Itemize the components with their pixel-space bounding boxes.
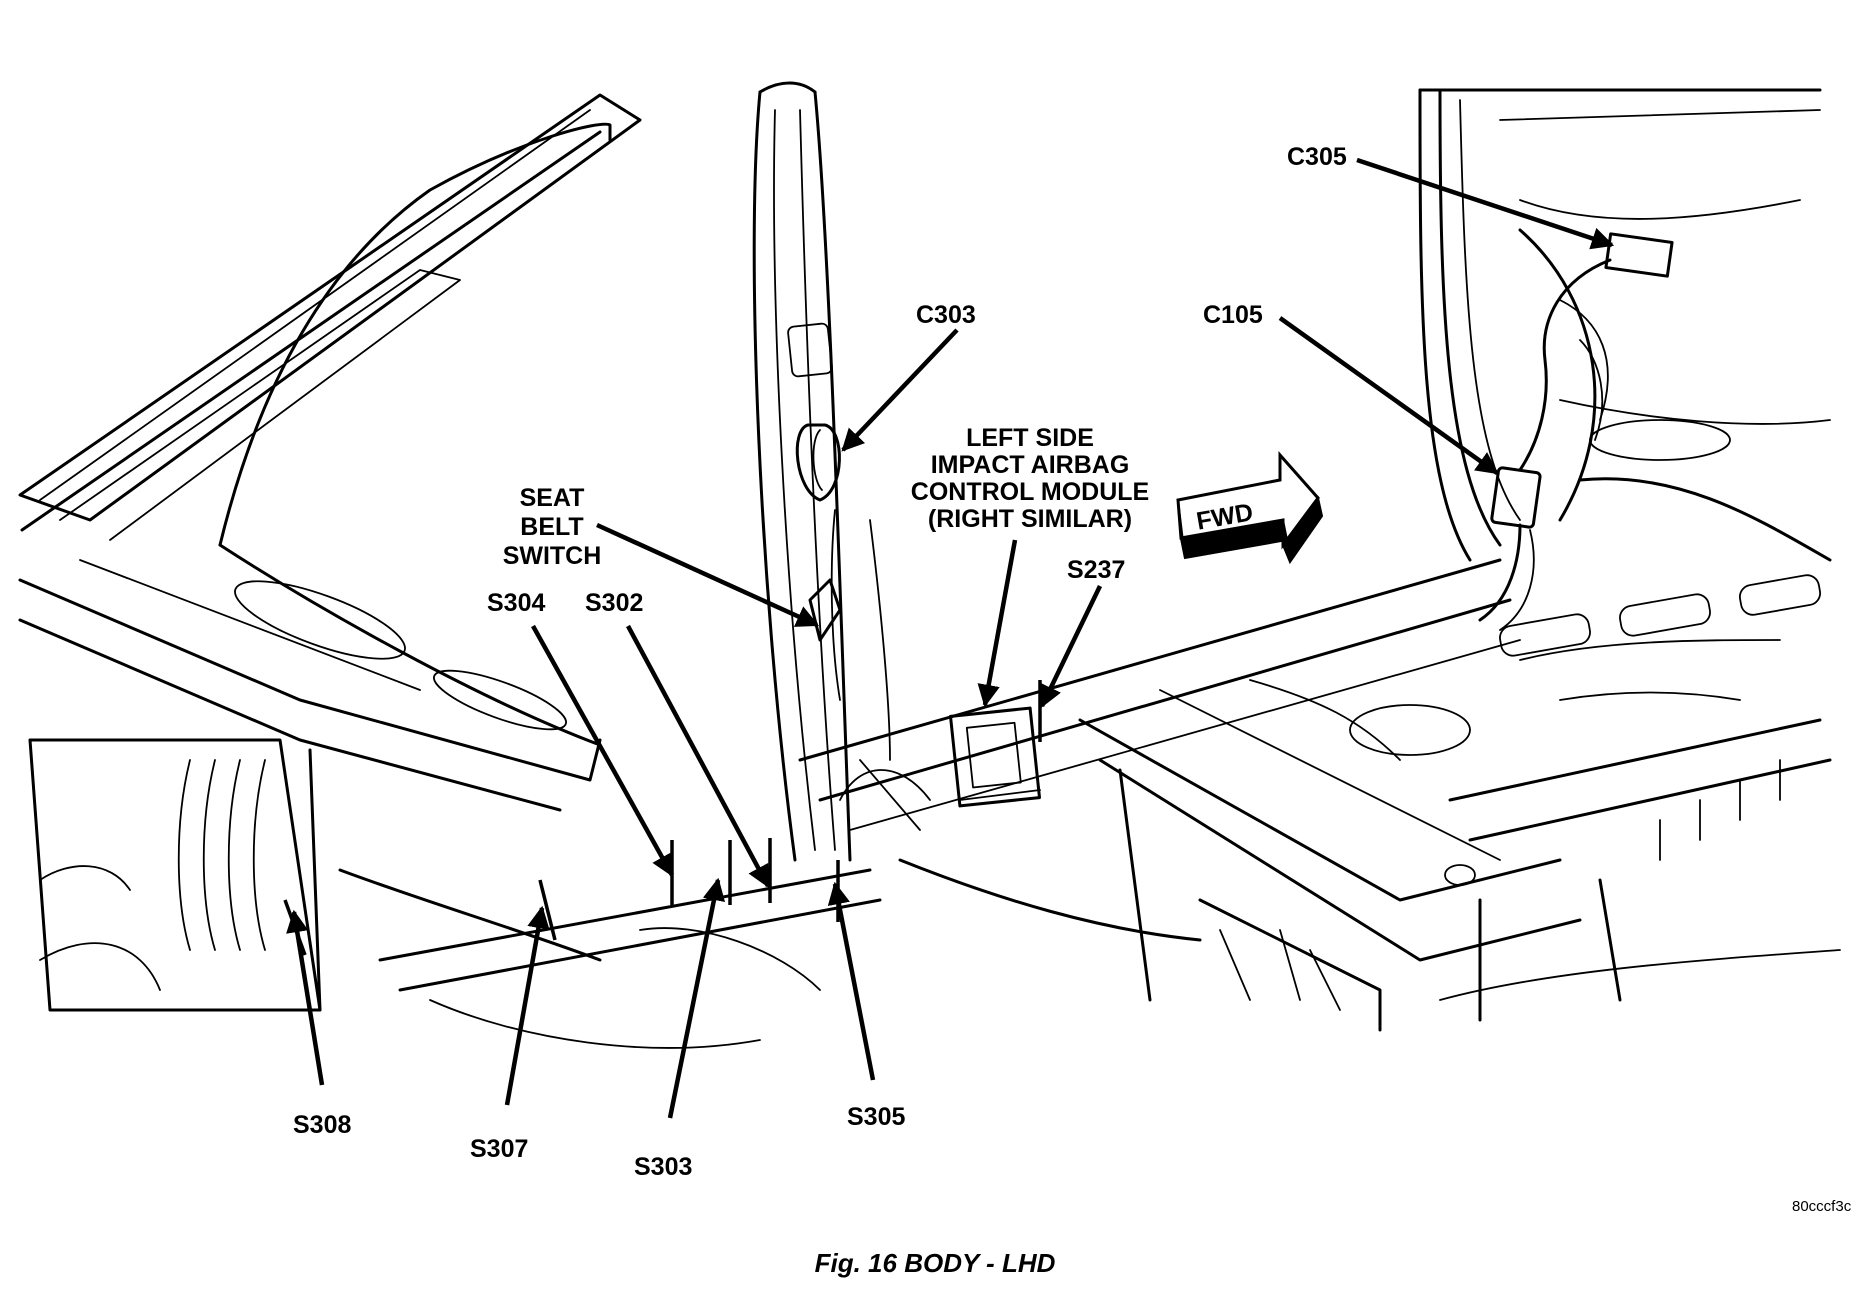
leader-c305 [1356,157,1615,250]
splice-tick-marks [283,680,1042,956]
leader-lines [286,157,1615,1119]
leader-airbag-module [977,539,1018,708]
leader-s307 [504,905,550,1106]
leader-s237 [1039,585,1103,709]
leader-s302 [626,624,770,888]
forward-direction-arrow: FWD [1176,451,1324,565]
vehicle-body-line-art [18,81,1841,1049]
label-s307: S307 [470,1135,528,1163]
figure-caption: Fig. 16 BODY - LHD [815,1248,1056,1278]
image-code: 80cccf3c [1792,1198,1852,1215]
leader-seat-belt-switch [596,522,820,628]
label-c303: C303 [916,301,976,329]
label-airbag-line3: CONTROL MODULE [911,478,1149,506]
leader-s303 [667,877,726,1119]
label-seat-line3: SWITCH [503,542,602,570]
leader-c303 [841,328,959,452]
label-seat-line2: BELT [520,513,583,541]
label-s237: S237 [1067,556,1125,584]
leader-c105 [1278,316,1499,475]
label-c305: C305 [1287,143,1347,171]
label-s302: S302 [585,589,643,617]
label-s305: S305 [847,1103,905,1131]
label-s303: S303 [634,1153,692,1181]
label-seat-line1: SEAT [520,484,585,512]
label-s304: S304 [487,589,545,617]
label-s308: S308 [293,1111,351,1139]
label-c105: C105 [1203,301,1263,329]
label-airbag-line4: (RIGHT SIMILAR) [928,505,1132,533]
callout-labels: C305 C303 C105 LEFT SIDE IMPACT AIRBAG C… [293,143,1347,1181]
leader-s304 [531,624,674,877]
label-airbag-line2: IMPACT AIRBAG [931,451,1130,479]
label-airbag-line1: LEFT SIDE [966,424,1094,452]
leader-s305 [827,881,876,1081]
